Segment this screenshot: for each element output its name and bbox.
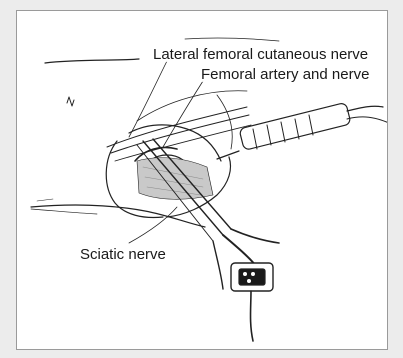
anatomy-figure: Lateral femoral cutaneous nerve Femoral … bbox=[16, 10, 388, 350]
nerve-strand-2 bbox=[111, 115, 249, 153]
leader-fan bbox=[163, 81, 203, 147]
nerve-strand-4 bbox=[137, 91, 247, 121]
sketch-line-top bbox=[45, 59, 139, 63]
label-sciatic-nerve: Sciatic nerve bbox=[80, 247, 166, 262]
label-lateral-femoral-cutaneous-nerve: Lateral femoral cutaneous nerve bbox=[153, 47, 368, 62]
sketch-tick bbox=[37, 199, 53, 201]
sketch-line-top-right bbox=[185, 38, 279, 41]
thigh-contour bbox=[31, 205, 205, 227]
cable-2 bbox=[231, 229, 279, 243]
ultrasound-probe-icon bbox=[217, 102, 388, 159]
cable-connector-icon bbox=[231, 263, 273, 341]
nerve-strand-1 bbox=[107, 107, 247, 147]
label-femoral-artery-and-nerve: Femoral artery and nerve bbox=[201, 67, 369, 82]
cable-1 bbox=[223, 235, 257, 267]
cable-3 bbox=[213, 241, 223, 289]
thigh-contour-inner bbox=[31, 209, 97, 214]
sketch-mark-left bbox=[67, 97, 74, 106]
